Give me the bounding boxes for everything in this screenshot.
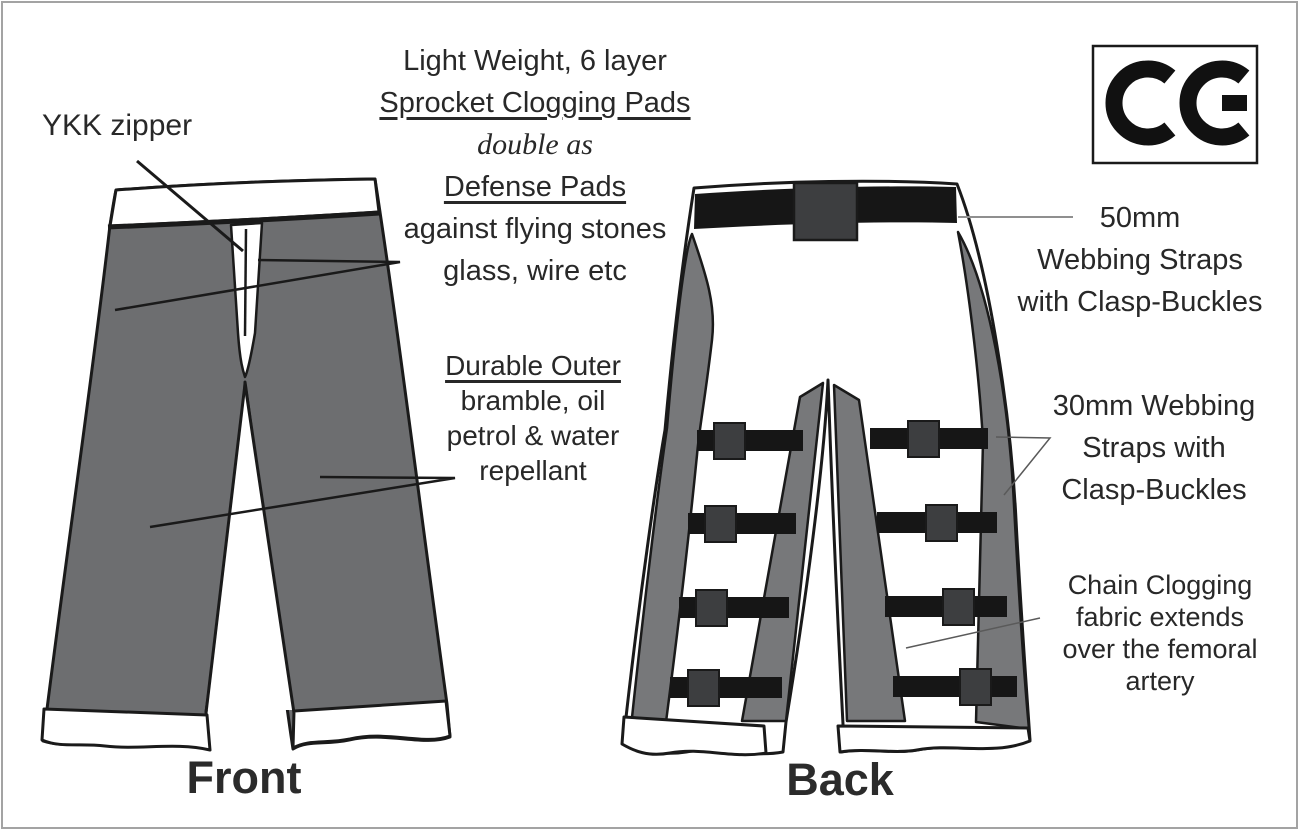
chain-fabric-leader-line	[905, 617, 1041, 649]
note-line: fabric extends	[1075, 602, 1245, 632]
note-line: bramble, oil	[460, 385, 606, 416]
strap-buckle	[959, 668, 992, 706]
note-line: Chain Clogging	[1067, 570, 1253, 600]
note-line: Light Weight, 6 layer	[403, 45, 667, 77]
strap-buckle	[925, 504, 958, 542]
durable-outer-leader-lines	[149, 475, 456, 529]
note-line-underlined: Durable Outer	[445, 350, 621, 381]
strap-buckle	[704, 505, 737, 543]
front-inner-seam-right	[243, 383, 296, 714]
ykk-leader-line	[136, 159, 244, 253]
note-line-italic: double as	[477, 128, 593, 161]
note-line: over the femoral	[1062, 634, 1258, 664]
ce-letter-e	[1179, 60, 1250, 146]
leg-strap	[670, 677, 782, 698]
back-view-label: Back	[786, 754, 894, 805]
durable-outer-note: Durable Outer bramble, oil petrol & wate…	[383, 348, 683, 488]
defense-pads-leader-lines	[114, 258, 401, 312]
front-inner-seam-left	[204, 383, 247, 714]
note-line: repellant	[479, 455, 587, 486]
front-zipper-line	[243, 228, 248, 337]
back-right-inner-panel	[832, 383, 907, 723]
leg-strap	[697, 430, 803, 451]
back-leader-lines	[905, 216, 1073, 649]
ce-letter-c	[1105, 60, 1176, 146]
back-right-cuff	[836, 724, 1032, 754]
note-line: petrol & water	[446, 420, 620, 451]
note-line: Webbing Straps	[1037, 244, 1243, 276]
front-pants-drawing	[40, 177, 452, 752]
strap-buckle	[713, 422, 746, 460]
strap-50mm-note: 50mm Webbing Straps with Clasp-Buckles	[990, 197, 1290, 323]
front-waistband-seam	[107, 210, 381, 230]
note-line: artery	[1125, 666, 1195, 696]
note-line: against flying stones	[403, 213, 667, 245]
strap-30mm-note: 30mm Webbing Straps with Clasp-Buckles	[1004, 385, 1300, 511]
back-right-side-panel	[956, 230, 1031, 731]
strap-buckle	[907, 420, 940, 458]
front-left-cuff	[40, 707, 212, 752]
front-crotch-gap	[207, 384, 293, 710]
strap-buckle	[942, 588, 975, 626]
leg-strap	[893, 676, 1017, 697]
ykk-zipper-label: YKK zipper	[42, 109, 193, 142]
chain-clogging-note: Chain Clogging fabric extends over the f…	[1010, 569, 1300, 697]
note-line: with Clasp-Buckles	[1017, 286, 1263, 318]
note-line: 30mm Webbing	[1052, 390, 1256, 422]
back-left-cuff	[620, 715, 768, 757]
strap-buckle	[695, 589, 728, 627]
back-pants-drawing	[620, 179, 1032, 757]
front-right-cuff	[291, 699, 452, 750]
note-line-underlined: Sprocket Clogging Pads	[379, 87, 691, 119]
ce-mark-icon	[1091, 44, 1259, 165]
strap-buckle	[687, 669, 720, 707]
waist-strap-buckle	[792, 181, 859, 242]
note-line: Clasp-Buckles	[1061, 474, 1247, 506]
leg-strap-leader-lines	[995, 436, 1052, 496]
front-view-label: Front	[186, 752, 302, 803]
note-line: 50mm	[1099, 202, 1181, 234]
note-line: glass, wire etc	[443, 255, 627, 287]
note-line-underlined: Defense Pads	[443, 171, 627, 203]
leg-strap-buckles	[687, 420, 992, 707]
note-line: Straps with	[1082, 432, 1226, 464]
front-leader-lines	[114, 159, 456, 529]
clogging-pads-note: Light Weight, 6 layer Sprocket Clogging …	[360, 40, 710, 292]
